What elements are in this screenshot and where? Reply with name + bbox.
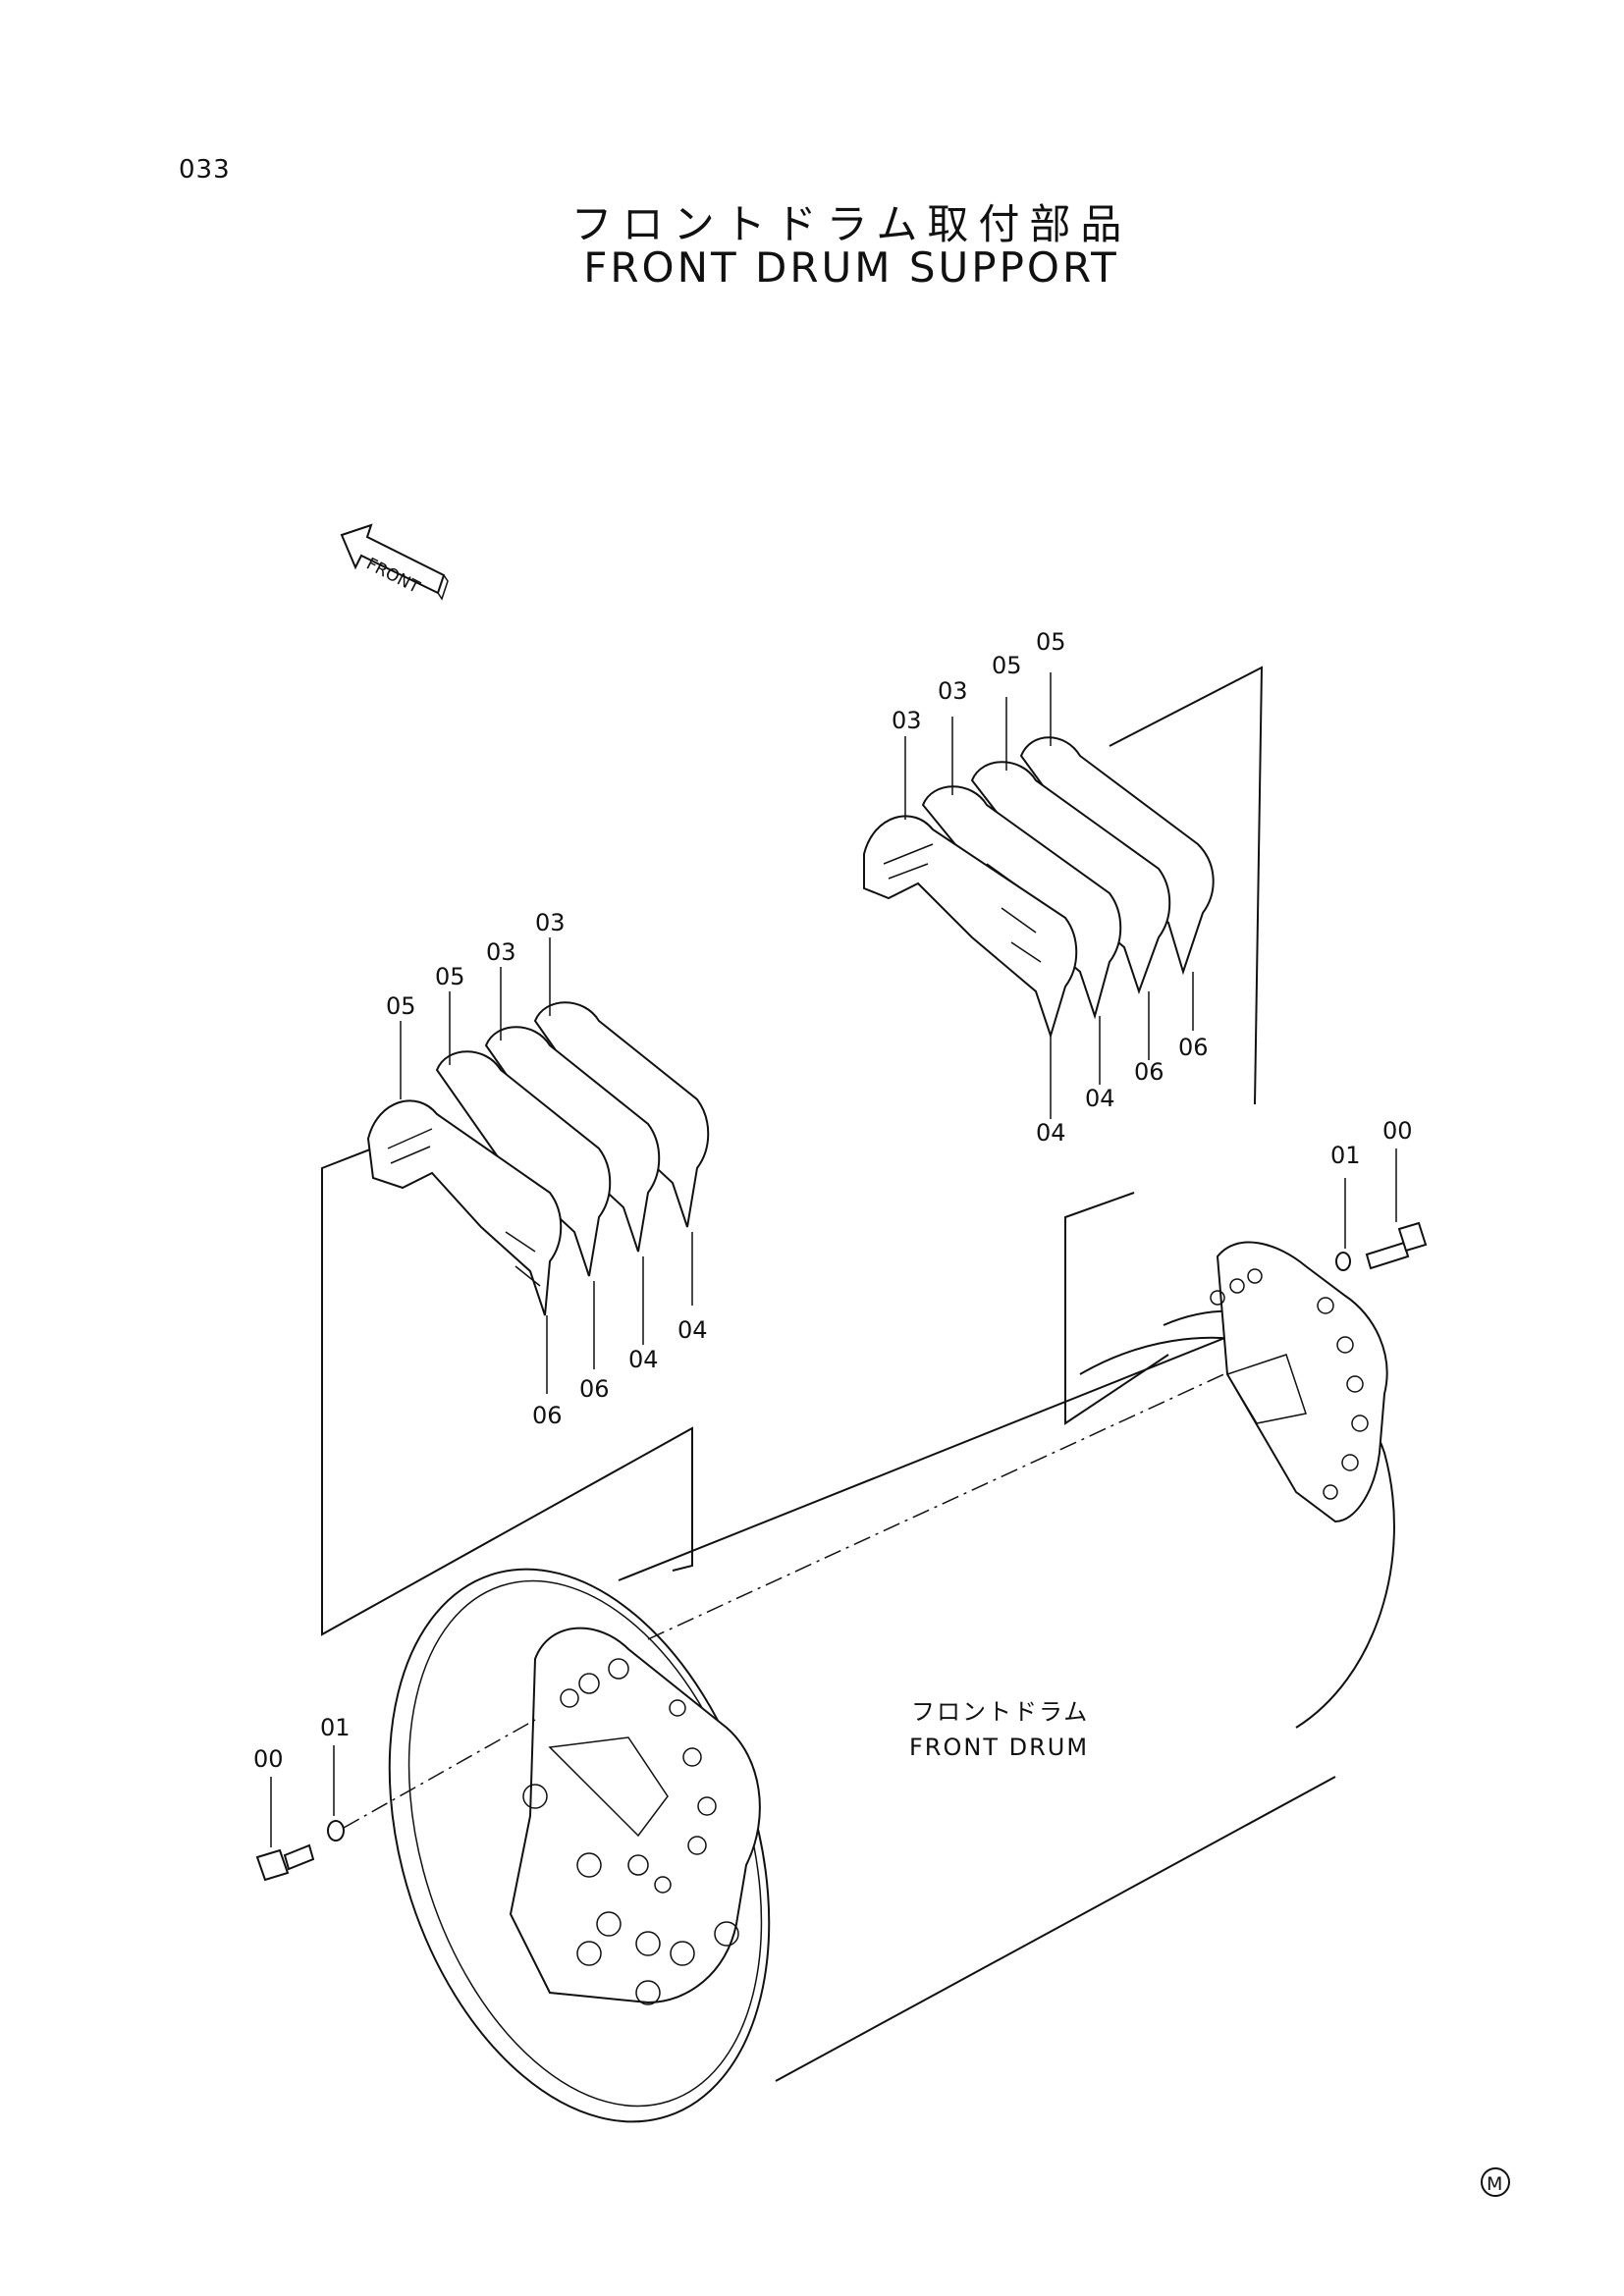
callout-06: 06 <box>1134 1058 1164 1086</box>
callout-03: 03 <box>486 938 516 966</box>
front-direction-arrow: FRONT <box>340 523 449 601</box>
callout-00: 00 <box>1382 1117 1413 1145</box>
m-mark: M <box>1481 2167 1510 2197</box>
m-mark-letter: M <box>1487 2173 1502 2195</box>
page-number: 033 <box>179 155 231 185</box>
callout-06: 06 <box>1178 1034 1209 1061</box>
callout-03: 03 <box>535 909 566 936</box>
right-bolt-assembly: 00 01 <box>1330 1117 1428 1271</box>
callout-05: 05 <box>435 963 465 990</box>
upper-right-plate-group <box>863 736 1215 1040</box>
callout-05: 05 <box>1036 628 1066 656</box>
left-group-callouts: 03 03 05 05 04 04 06 06 <box>386 909 708 1429</box>
front-drum <box>388 1241 1395 2123</box>
drum-label: FRONT DRUM <box>909 1734 1089 1761</box>
callout-04: 04 <box>677 1316 708 1344</box>
callout-01: 01 <box>320 1714 351 1741</box>
right-bracket-outline <box>1064 1192 1169 1425</box>
callout-04: 04 <box>1036 1119 1066 1147</box>
callout-06: 06 <box>532 1402 563 1429</box>
left-bolt-assembly: 00 01 <box>253 1714 536 1882</box>
upper-right-group-outline <box>1109 666 1264 1105</box>
callout-05: 05 <box>992 652 1022 679</box>
drum-label-japanese: フロントドラム <box>911 1698 1089 1726</box>
upper-right-callouts: 05 05 03 03 06 06 04 04 <box>892 628 1209 1147</box>
callout-04: 04 <box>628 1346 659 1373</box>
page-title-japanese: フロントドラム取付部品 <box>570 200 1132 248</box>
callout-03: 03 <box>892 707 922 734</box>
callout-00: 00 <box>253 1745 284 1773</box>
page-title: FRONT DRUM SUPPORT <box>583 243 1119 292</box>
callout-05: 05 <box>386 992 416 1020</box>
left-group-outline <box>321 1140 693 1636</box>
callout-01: 01 <box>1330 1142 1361 1169</box>
left-plate-group <box>366 1001 710 1316</box>
callout-06: 06 <box>579 1375 610 1403</box>
callout-03: 03 <box>938 677 968 705</box>
callout-04: 04 <box>1085 1085 1115 1112</box>
